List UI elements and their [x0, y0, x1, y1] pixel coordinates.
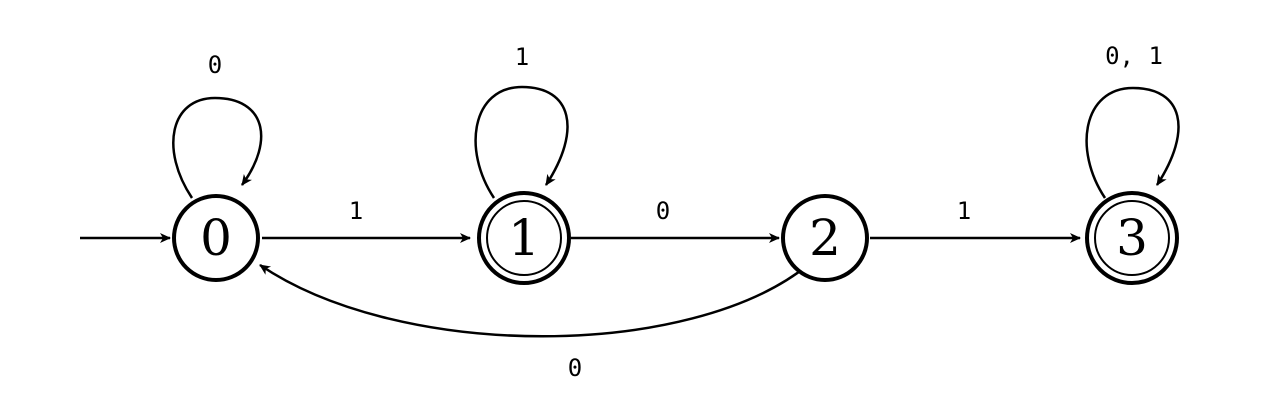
state-2-label: 2	[809, 209, 841, 267]
state-0: 0	[172, 194, 260, 282]
self-loop-0	[172, 96, 263, 199]
edge-label-self-3: 0, 1	[1105, 42, 1163, 70]
edge-label-0-to-1: 1	[349, 197, 363, 225]
edge-label-2-to-3: 1	[957, 197, 971, 225]
state-1-label: 1	[508, 209, 540, 267]
state-0-label: 0	[200, 209, 232, 267]
state-1: 1	[477, 191, 571, 285]
state-2: 2	[781, 194, 869, 282]
edge-label-1-to-2: 0	[656, 197, 670, 225]
self-loop-3	[1085, 86, 1180, 199]
edge-label-self-0: 0	[208, 51, 222, 79]
self-loop-1	[474, 85, 569, 199]
state-3-label: 3	[1116, 209, 1148, 267]
edge-label-self-1: 1	[515, 43, 529, 71]
edge-2-to-0	[259, 263, 809, 338]
state-3: 3	[1085, 191, 1179, 285]
edge-label-2-to-0: 0	[568, 354, 582, 382]
